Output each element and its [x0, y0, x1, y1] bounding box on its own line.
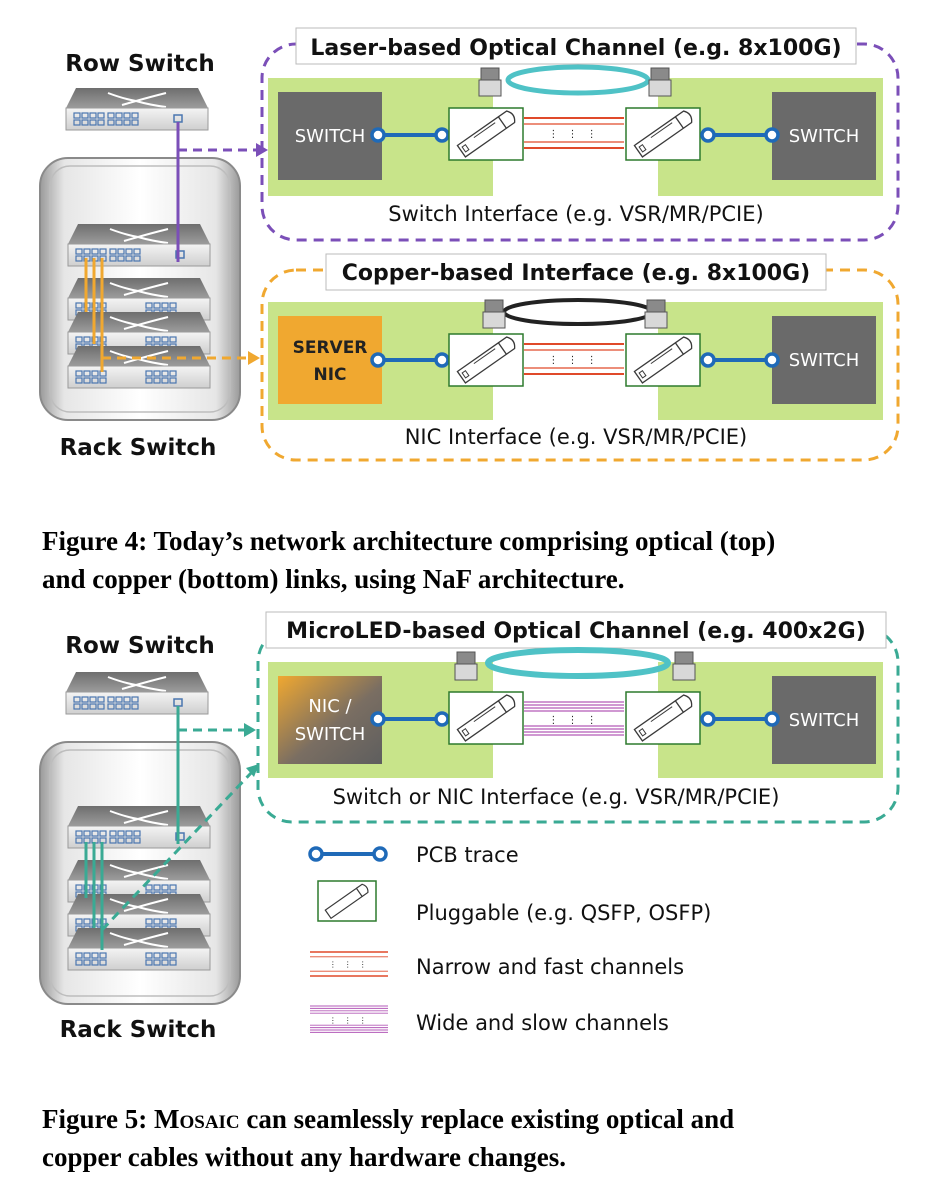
microled-channel-title: MicroLED-based Optical Channel (e.g. 400… — [286, 619, 866, 644]
server-nic-label: NIC — [313, 365, 346, 385]
caption-prefix: Figure 5: — [42, 1104, 154, 1134]
row-switch-icon — [66, 672, 208, 714]
pluggable-icon — [625, 691, 701, 745]
legend: PCB trace Pluggable (e.g. QSFP, OSFP) Na… — [308, 843, 711, 1035]
caption-rest: can seamlessly replace existing optical … — [239, 1104, 735, 1134]
microled-links — [84, 706, 254, 950]
switch-label: SWITCH — [789, 710, 860, 731]
copper-title-box — [325, 253, 827, 291]
microled-title-box — [265, 611, 887, 649]
nic-switch-label: SWITCH — [295, 724, 366, 745]
pcb-trace-icon — [308, 846, 388, 862]
caption-line: copper cables without any hardware chang… — [42, 1142, 567, 1172]
copper-cable-icon — [502, 298, 654, 326]
row-switch-icon — [66, 88, 208, 130]
interface-label: Switch or NIC Interface (e.g. VSR/MR/PCI… — [333, 785, 780, 809]
nic-switch-label: NIC / — [308, 696, 352, 717]
pluggable-icon — [448, 691, 524, 745]
switch-block — [772, 92, 876, 180]
optical-interface-label: Switch Interface (e.g. VSR/MR/PCIE) — [388, 202, 763, 226]
optical-title-box — [295, 27, 857, 65]
optical-cable-icon — [505, 64, 651, 96]
figure-5-caption: Figure 5: Mosaic can seamlessly replace … — [42, 1100, 922, 1176]
nic-switch-block — [278, 676, 382, 764]
connector-icon — [644, 299, 668, 329]
figure-4-caption: Figure 4: Today’s network architecture c… — [42, 522, 922, 598]
copper-interface-label: NIC Interface (e.g. VSR/MR/PCIE) — [405, 425, 748, 449]
arrowhead-icon — [248, 351, 260, 365]
optical-channel-title: Laser-based Optical Channel (e.g. 8x100G… — [310, 36, 841, 61]
server-nic-block — [278, 316, 382, 404]
pluggable-icon — [448, 333, 524, 387]
caption-line: Figure 4: Today’s network architecture c… — [42, 526, 776, 556]
legend-pcb-trace: PCB trace — [416, 843, 519, 867]
caption-line: and copper (bottom) links, using NaF arc… — [42, 564, 625, 594]
pluggable-icon — [625, 107, 701, 161]
copper-interface-title: Copper-based Interface (e.g. 8x100G) — [342, 261, 810, 286]
switch-block — [278, 92, 382, 180]
connector-icon — [482, 299, 506, 329]
switch-label: SWITCH — [789, 350, 860, 371]
switch-block — [772, 676, 876, 764]
connector-icon — [672, 651, 696, 681]
optical-cable-icon — [485, 647, 671, 679]
server-links — [84, 258, 250, 372]
connector-icon — [648, 67, 672, 97]
wide-channels-icon — [523, 701, 625, 736]
arrowhead-icon — [244, 723, 256, 737]
switch-block — [772, 316, 876, 404]
wide-channels-icon — [309, 1005, 389, 1033]
connector-icon — [454, 651, 478, 681]
microled-channel-box — [256, 626, 900, 824]
mosaic-name: Mosaic — [153, 1104, 240, 1134]
server-icon — [68, 928, 210, 970]
pluggable-icon — [625, 333, 701, 387]
row-switch-label: Row Switch — [65, 51, 214, 77]
narrow-channels-icon — [523, 343, 625, 375]
optical-channel-box — [260, 42, 900, 242]
pluggable-icon — [448, 107, 524, 161]
rack-switch-icon — [68, 224, 210, 266]
server-icon — [68, 346, 210, 388]
narrow-channels-icon — [309, 951, 389, 977]
legend-narrow-fast: Narrow and fast channels — [416, 955, 684, 979]
rack-switch-label: Rack Switch — [60, 1017, 217, 1043]
row-switch-label: Row Switch — [65, 633, 214, 659]
pluggable-icon — [317, 880, 377, 922]
server-nic-label: SERVER — [293, 338, 368, 358]
legend-wide-slow: Wide and slow channels — [416, 1011, 669, 1035]
switch-label: SWITCH — [295, 126, 366, 147]
legend-pluggable: Pluggable (e.g. QSFP, OSFP) — [416, 901, 711, 925]
arrowhead-icon — [246, 764, 259, 777]
copper-interface-box — [260, 268, 900, 462]
rack-switch-icon — [68, 806, 210, 848]
rack-switch-label: Rack Switch — [60, 435, 217, 461]
connector-icon — [478, 67, 502, 97]
narrow-channels-icon — [523, 117, 625, 149]
switch-label: SWITCH — [789, 126, 860, 147]
